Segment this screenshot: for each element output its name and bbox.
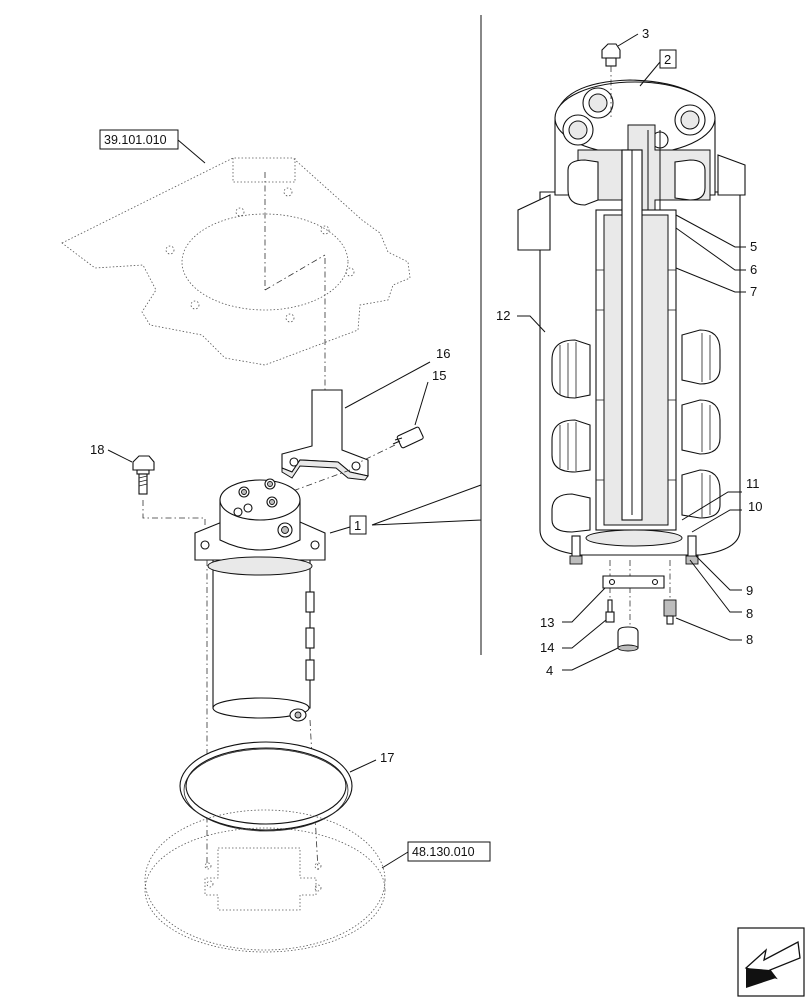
- leader-7: [675, 267, 746, 293]
- leader-18: [107, 449, 133, 463]
- leader-13: [562, 587, 606, 623]
- callout-14: 14: [540, 640, 554, 655]
- sectioned-rotary-joint: [517, 79, 746, 565]
- bolt-part-18: [132, 455, 155, 495]
- callout-18: 18: [90, 442, 104, 457]
- callout-8b: 8: [746, 632, 753, 647]
- callout-11: 11: [746, 476, 760, 491]
- leader-1: [329, 526, 351, 534]
- leader-12: [517, 315, 546, 333]
- leader-14: [562, 619, 607, 649]
- reference-top-text: 39.101.010: [104, 133, 167, 147]
- callout-16: 16: [436, 346, 450, 361]
- callout-9: 9: [746, 583, 753, 598]
- leader-6: [675, 227, 746, 271]
- reference-bottom-text: 48.130.010: [412, 845, 475, 859]
- callout-12: 12: [496, 308, 510, 323]
- leader-8a: [689, 559, 742, 613]
- bolt-part-15: [392, 426, 424, 449]
- callout-box-2[interactable]: [659, 49, 677, 69]
- leader-8b: [675, 617, 742, 641]
- callout-7: 7: [750, 284, 757, 299]
- callout-13: 13: [540, 615, 554, 630]
- leader-15: [414, 381, 429, 426]
- leader-17: [349, 759, 377, 773]
- callout-3: 3: [642, 26, 649, 41]
- leader-box1: [371, 484, 482, 526]
- leader-4: [562, 647, 619, 671]
- reference-box-top[interactable]: 39.101.010: [99, 129, 206, 164]
- plate-part-13: [602, 575, 665, 589]
- o-ring-part-17: [179, 741, 353, 832]
- callout-box-1[interactable]: [349, 515, 367, 535]
- reference-box-bottom[interactable]: 48.130.010: [381, 841, 491, 869]
- screw-part-14: [605, 599, 615, 623]
- callout-4: 4: [546, 663, 553, 678]
- callout-6: 6: [750, 262, 757, 277]
- callout-15: 15: [432, 368, 446, 383]
- leader-2: [639, 61, 661, 87]
- callout-10: 10: [748, 499, 762, 514]
- callout-17: 17: [380, 750, 394, 765]
- plug-part-4: [617, 626, 639, 652]
- callout-8a: 8: [746, 606, 753, 621]
- leader-16: [344, 361, 431, 409]
- leader-11: [681, 491, 742, 521]
- bolt-part-8: [663, 599, 677, 625]
- upper-plate-outline: [61, 157, 411, 366]
- leader-5: [675, 214, 746, 248]
- base-plate-outline: [144, 809, 386, 953]
- leader-10: [691, 509, 742, 533]
- bracket-part-16: [281, 389, 369, 481]
- callout-2: 2: [664, 52, 671, 67]
- leader-9: [695, 555, 742, 591]
- plug-part-3: [601, 43, 621, 67]
- rotary-joint-assembly-1: [194, 478, 326, 722]
- arrow-back-icon[interactable]: [737, 927, 805, 997]
- callout-1: 1: [354, 518, 361, 533]
- callout-5: 5: [750, 239, 757, 254]
- leader-3: [617, 33, 639, 47]
